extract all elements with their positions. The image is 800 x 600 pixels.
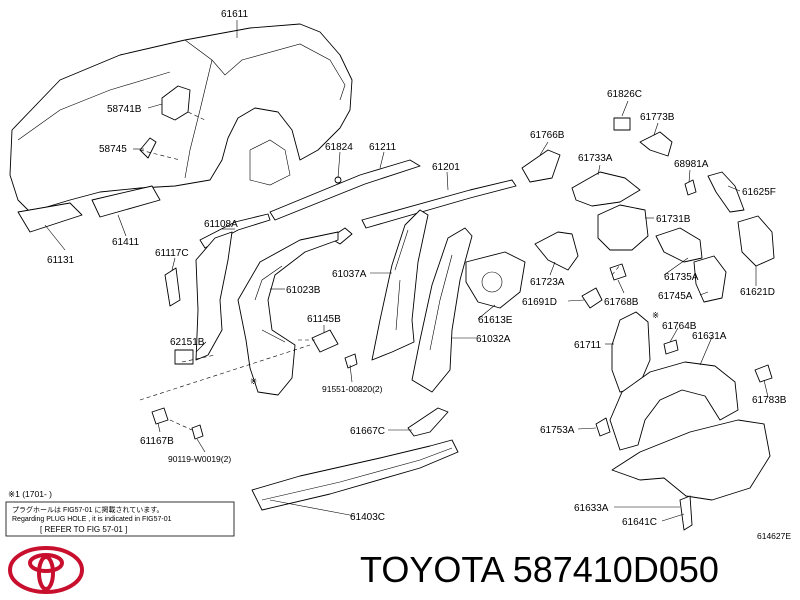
label-61032A: 61032A	[476, 334, 511, 345]
label-61641C: 61641C	[622, 517, 657, 528]
part-61611-outer-panel	[9, 23, 353, 213]
label-61625F: 61625F	[742, 187, 776, 198]
label-61783B: 61783B	[752, 395, 787, 406]
label-61211: 61211	[369, 142, 397, 153]
part-61667C	[407, 407, 449, 437]
pillars-group	[151, 209, 526, 440]
part-61023B	[237, 231, 339, 396]
part-labels: 61611 58741B 58745 61131 61411 61824 612…	[47, 9, 791, 541]
part-61201-roof-rail	[361, 179, 517, 229]
label-61745A: 61745A	[658, 291, 693, 302]
bolt-91551	[344, 353, 358, 369]
label-61826C: 61826C	[607, 89, 642, 100]
part-61733A	[571, 171, 641, 207]
label-61403C: 61403C	[350, 512, 385, 523]
mark-asterisk-1: ※	[652, 310, 659, 320]
part-61753A	[595, 417, 611, 437]
part-61411	[91, 185, 161, 218]
label-61768B: 61768B	[604, 297, 639, 308]
label-61773B: 61773B	[640, 112, 675, 123]
part-61167B	[151, 407, 169, 425]
part-61211-roof-rail	[269, 159, 421, 221]
toyota-logo-icon	[8, 546, 84, 594]
part-61403C-rocker	[251, 439, 459, 511]
part-61745A	[693, 255, 727, 303]
part-61723A	[534, 231, 579, 271]
part-68981A	[684, 179, 697, 196]
label-61037A: 61037A	[332, 269, 367, 280]
part-61625F	[707, 171, 745, 213]
label-61723A: 61723A	[530, 277, 565, 288]
label-61145B: 61145B	[307, 314, 341, 325]
label-61631A: 61631A	[692, 331, 727, 342]
part-62151B	[174, 349, 194, 365]
label-61766B: 61766B	[530, 130, 565, 141]
part-58745	[139, 137, 157, 159]
label-61201: 61201	[432, 162, 460, 173]
label-61131: 61131	[47, 255, 75, 266]
label-61733A: 61733A	[578, 153, 613, 164]
part-61826C	[613, 117, 631, 131]
dashed-guides	[139, 111, 621, 431]
part-61613E	[465, 251, 526, 309]
part-61117C	[164, 267, 181, 307]
label-58741B: 58741B	[107, 104, 142, 115]
label-61735A: 61735A	[664, 272, 699, 283]
label-61411: 61411	[112, 237, 140, 248]
label-61611: 61611	[221, 9, 249, 20]
part-61131	[17, 202, 83, 233]
plug-hole-note: ※1 (1701- ) プラグホールは FIG57-01 に掲載されています。 …	[5, 489, 235, 537]
part-61037A-b-pillar	[371, 209, 429, 361]
part-61783B	[754, 364, 773, 383]
label-61764B: 61764B	[662, 321, 697, 332]
label-61167B: 61167B	[140, 436, 174, 447]
product-title: TOYOTA 587410D050	[360, 549, 719, 590]
label-61691D: 61691D	[522, 297, 557, 308]
rocker-group	[251, 407, 459, 511]
label-61731B: 61731B	[656, 214, 691, 225]
label-614627E: 614627E	[757, 531, 791, 541]
part-61711	[611, 311, 651, 393]
note-box	[5, 501, 235, 537]
bolt-90119	[191, 424, 204, 440]
part-61691D	[581, 287, 603, 309]
part-61631A	[609, 361, 739, 451]
label-58745: 58745	[99, 144, 127, 155]
part-61633A	[611, 419, 771, 501]
label-61117C: 61117C	[155, 248, 189, 259]
quarter-panel-group	[9, 23, 353, 233]
note-line-4: [ REFER TO FIG 57-01 ]	[40, 525, 127, 534]
label-61023B: 61023B	[286, 285, 321, 296]
part-61768B	[609, 263, 627, 281]
note-line-1: ※1 (1701- )	[8, 489, 52, 499]
label-61633A: 61633A	[574, 503, 609, 514]
part-61773B	[639, 131, 673, 157]
label-61824: 61824	[325, 142, 353, 153]
part-61108A-frame	[195, 231, 233, 361]
label-91551: 91551-00820(2)	[322, 384, 383, 394]
label-90119: 90119-W0019(2)	[168, 454, 231, 464]
part-61145B	[311, 329, 339, 353]
part-61032A	[411, 227, 473, 393]
label-61753A: 61753A	[540, 425, 575, 436]
part-61764B	[663, 339, 679, 355]
label-68981A: 68981A	[674, 159, 709, 170]
mark-asterisk-2: ※	[250, 376, 257, 386]
part-61621D	[737, 215, 775, 267]
part-61766B	[521, 149, 561, 183]
leader-lines	[44, 20, 769, 522]
label-61613E: 61613E	[478, 315, 513, 326]
label-61108A: 61108A	[204, 219, 238, 230]
part-61735A	[655, 227, 703, 263]
label-62151B: 62151B	[170, 337, 205, 348]
note-line-2: プラグホールは FIG57-01 に掲載されています。	[12, 505, 164, 514]
part-61641C	[679, 495, 693, 531]
part-61731B	[597, 204, 649, 251]
label-61667C: 61667C	[350, 426, 385, 437]
note-line-3: Regarding PLUG HOLE , it is indicated in…	[12, 516, 172, 523]
label-61621D: 61621D	[740, 287, 775, 298]
label-61711: 61711	[574, 340, 602, 351]
rear-parts-group	[521, 117, 775, 531]
